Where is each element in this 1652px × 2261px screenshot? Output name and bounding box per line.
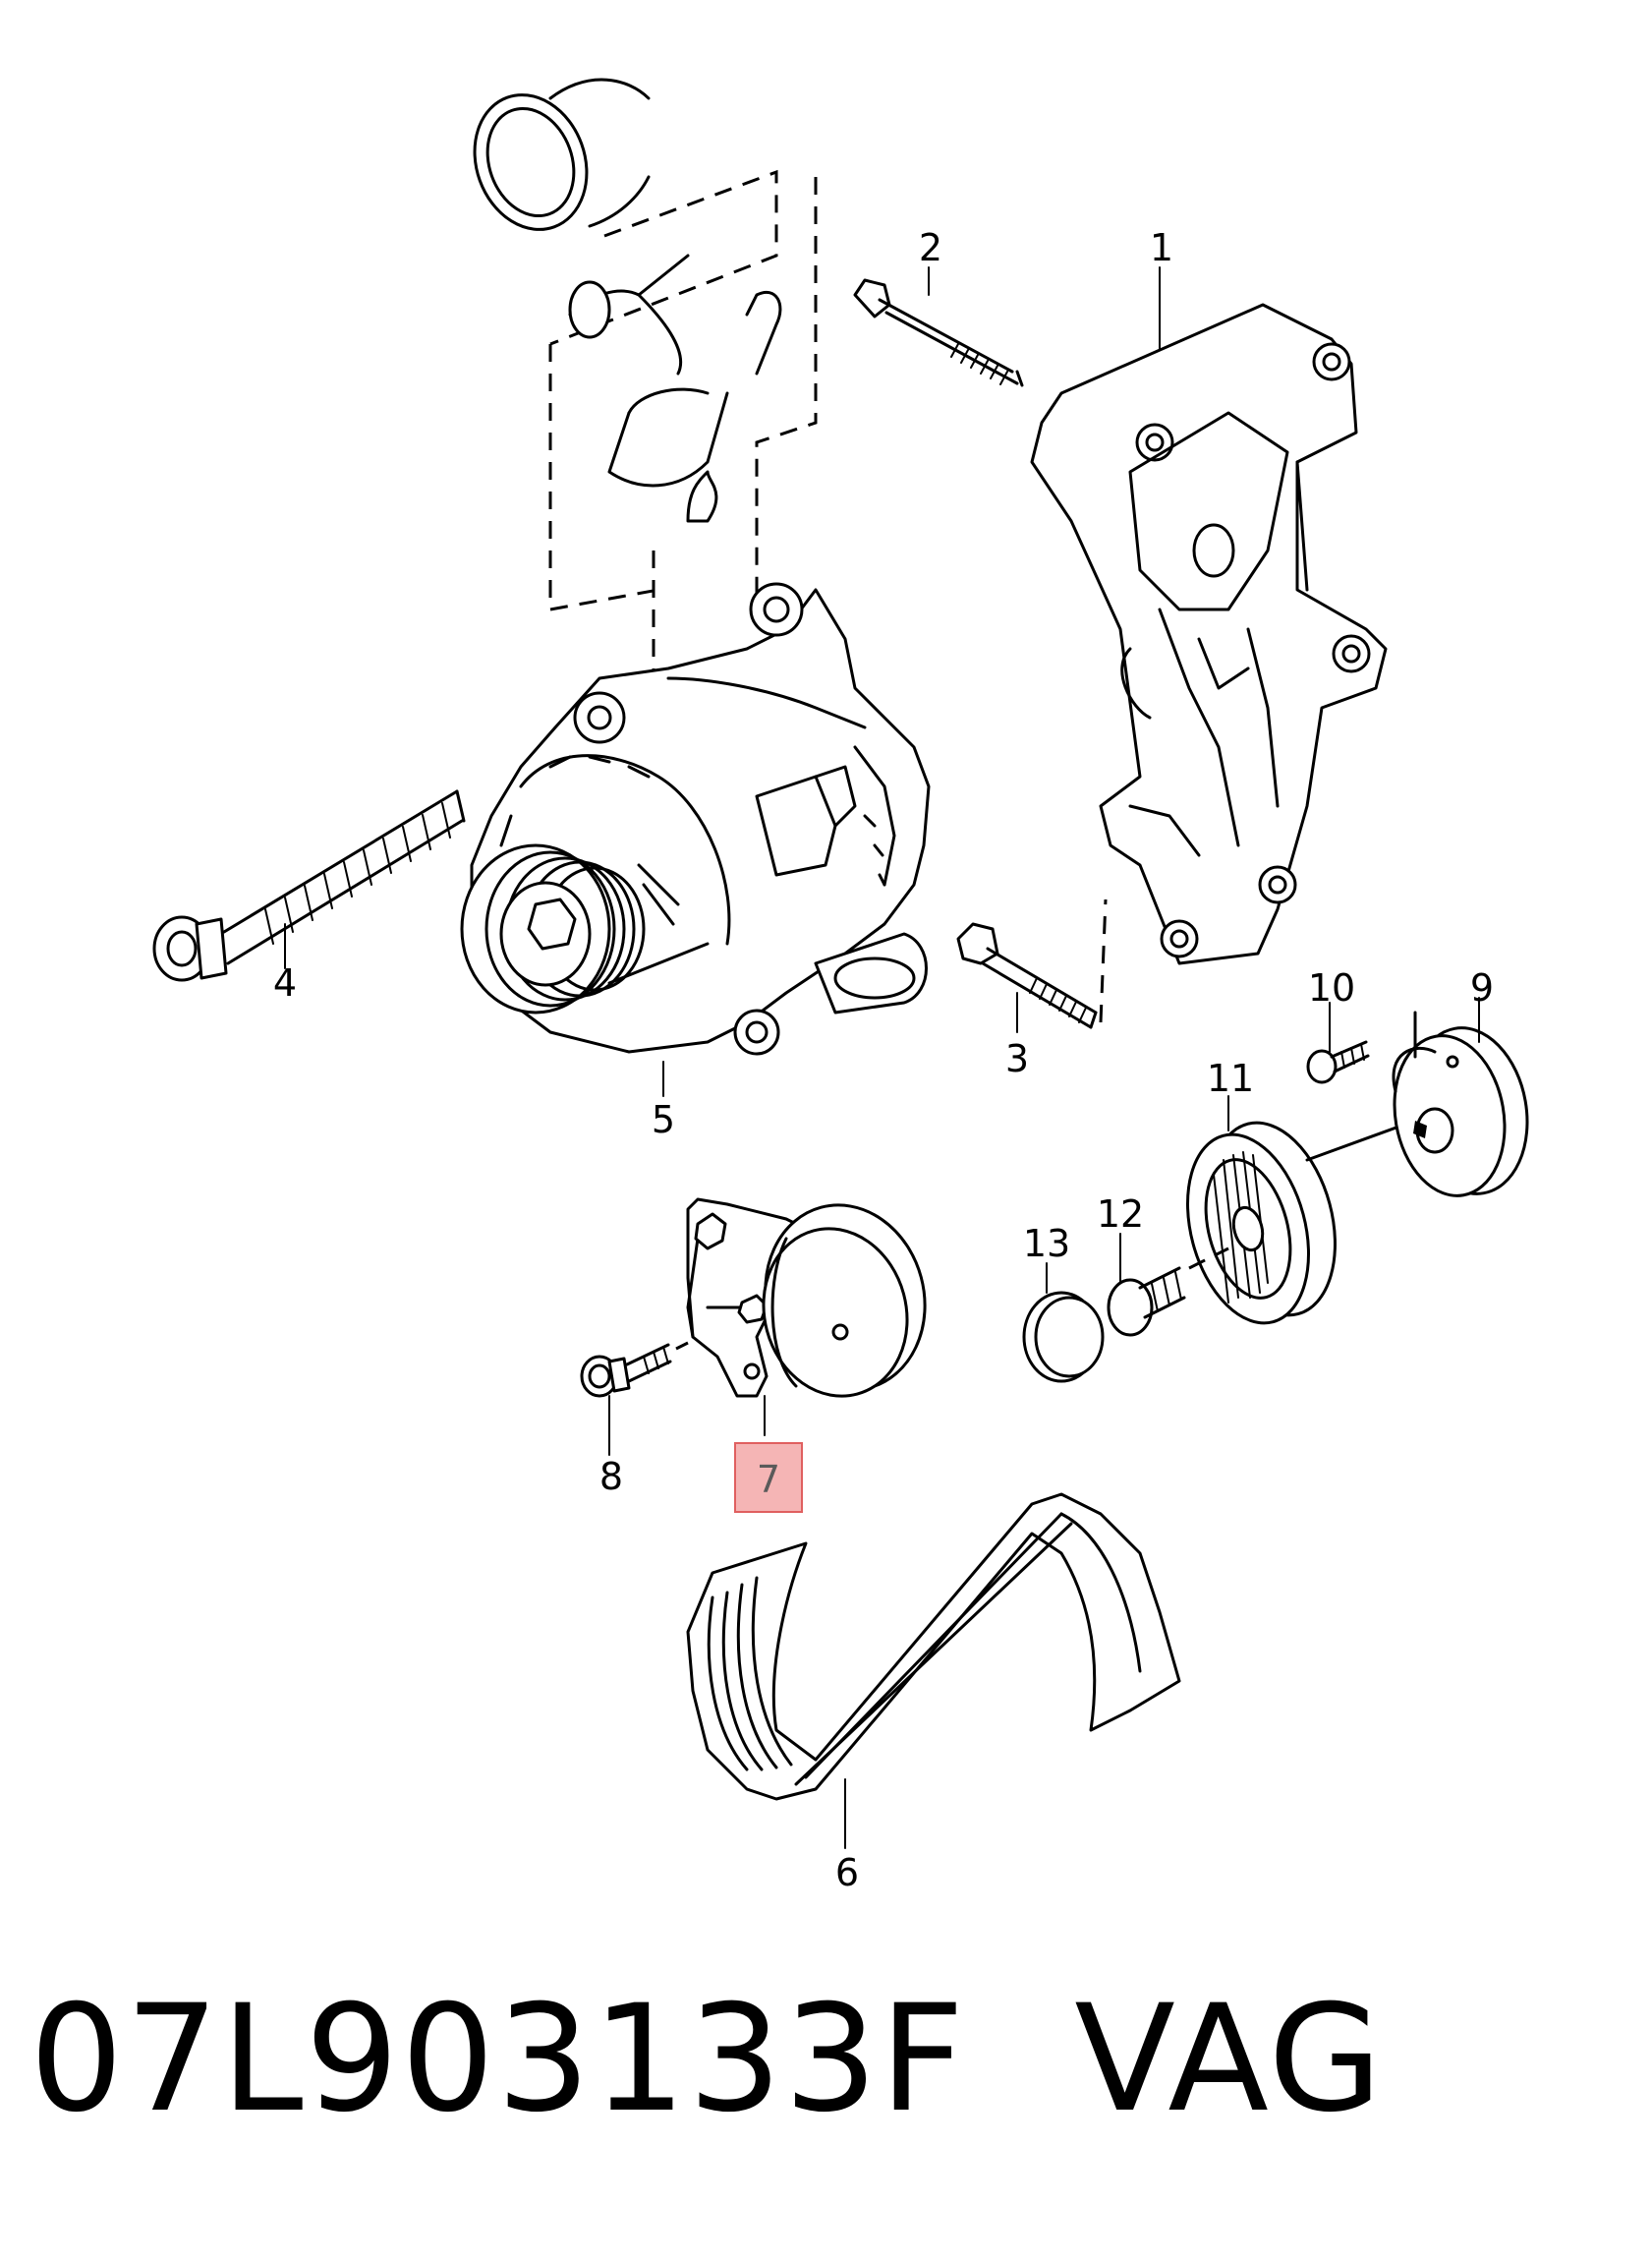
belt-6-illustration [686,1492,1181,1801]
bolt-2-illustration [853,278,1024,387]
callout-11: 11 [1207,1057,1254,1100]
brand: VAG [1074,1974,1385,2145]
callout-3: 3 [1005,1037,1029,1080]
bolt-12-illustration [1107,1246,1229,1337]
callout-8: 8 [599,1455,623,1498]
tensioner-7-illustration [686,1197,927,1398]
bolt-8-illustration [580,1341,689,1398]
bracket-1-illustration [1030,303,1388,965]
alternator-5-illustration [460,582,931,1056]
screw-10-illustration [1306,1040,1370,1084]
part-number: 07L903133F [29,1974,967,2145]
callout-9: 9 [1470,966,1494,1010]
callout-1: 1 [1150,226,1173,269]
callout-7: 7 [757,1458,780,1501]
highlighted-callout-box [734,1442,803,1513]
callout-4: 4 [273,961,297,1005]
cap-13-illustration [1022,1291,1105,1383]
pulley-9-illustration [1392,1011,1529,1197]
bolt-3-illustration [956,899,1108,1029]
callout-13: 13 [1023,1222,1070,1265]
callout-10: 10 [1308,966,1355,1010]
callout-12: 12 [1097,1192,1144,1236]
callout-2: 2 [919,226,942,269]
bolt-4-illustration [152,789,466,982]
leader-lines [284,266,1480,1849]
caption: 07L903133F VAG [29,1951,1385,2168]
idler-pulley-11-illustration [1186,1119,1417,1325]
callout-6: 6 [835,1851,859,1894]
coolant-pipe-illustration [473,78,818,688]
callout-5: 5 [652,1098,675,1141]
